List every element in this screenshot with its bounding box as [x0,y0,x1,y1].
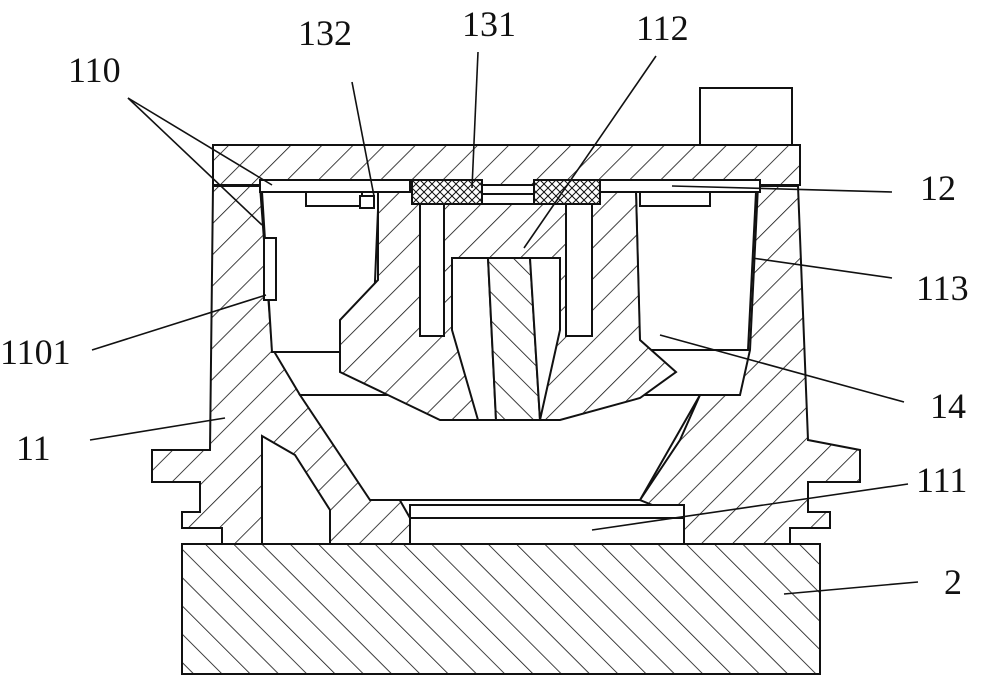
right-slot [565,203,593,337]
label-112: 112 [636,8,689,48]
mesh-element-left [411,179,483,205]
bottom-insert [409,504,685,545]
mesh-element-center [481,193,535,205]
label-2: 2 [944,562,962,602]
notch-element [359,195,375,209]
mesh-element-right [533,179,601,205]
label-132: 132 [298,13,352,53]
base-plate [181,543,821,675]
core-pin-right [528,257,561,421]
right-chamber [634,191,758,351]
label-131: 131 [462,4,516,44]
top-plate [212,144,801,186]
left-slot [419,203,445,337]
top-block [699,87,793,146]
side-feature [263,237,277,301]
label-110: 110 [68,50,121,90]
label-11: 11 [16,428,51,468]
left-gap [259,179,411,193]
label-14: 14 [930,386,966,426]
label-111: 111 [916,460,967,500]
core-pin [451,257,498,421]
left-chamber-step [305,191,363,207]
label-12: 12 [920,168,956,208]
label-1101: 1101 [0,332,71,372]
label-113: 113 [916,268,969,308]
right-chamber-step [639,191,711,207]
